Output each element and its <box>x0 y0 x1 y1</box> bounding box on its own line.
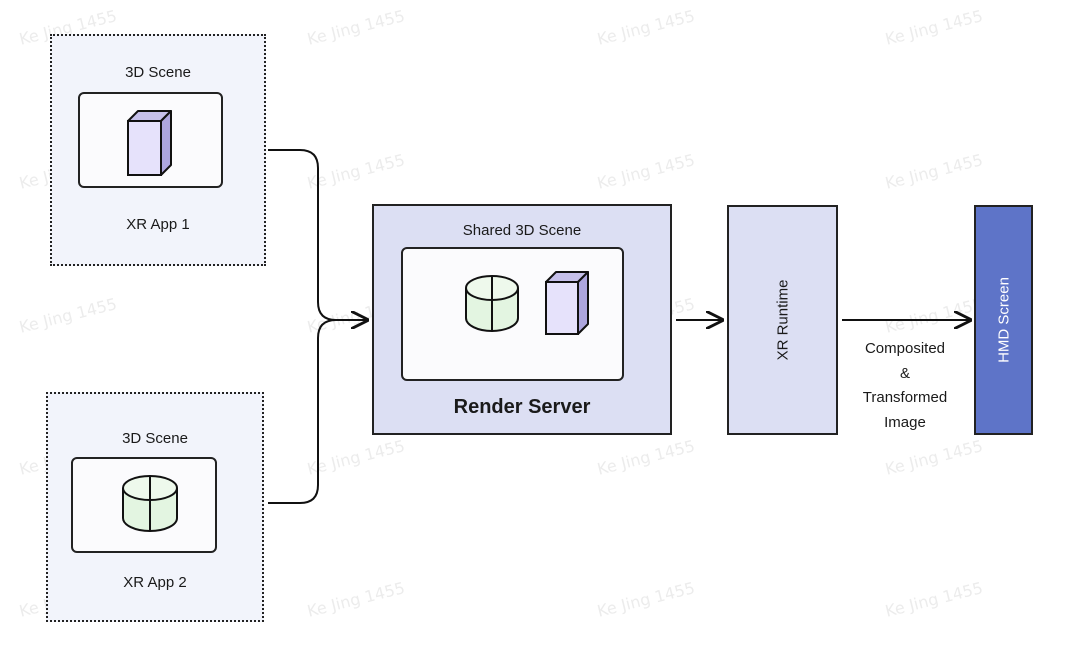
app1-connector <box>268 149 367 320</box>
shared-scene-label: Shared 3D Scene <box>462 222 582 239</box>
app1-name: XR App 1 <box>126 216 190 233</box>
hmd-screen-box: HMD Screen <box>974 205 1033 435</box>
cube-icon <box>545 271 589 335</box>
app2-connector <box>268 319 337 504</box>
render-server-title: Render Server <box>453 396 591 418</box>
cylinder-icon <box>465 275 519 332</box>
output-label-line4: Image <box>884 414 926 431</box>
xr-runtime-label: XR Runtime <box>774 279 791 361</box>
cube-icon <box>127 110 172 176</box>
cylinder-icon <box>122 475 178 532</box>
xr-runtime-box: XR Runtime <box>727 205 838 435</box>
hmd-screen-label: HMD Screen <box>995 277 1012 363</box>
app2-name: XR App 2 <box>123 574 187 591</box>
app1-scene-label: 3D Scene <box>125 64 191 81</box>
output-label-line2: & <box>899 365 910 382</box>
output-label-line3: Transformed <box>862 389 948 406</box>
app2-scene-label: 3D Scene <box>122 430 188 447</box>
output-label-line1: Composited <box>864 340 946 357</box>
